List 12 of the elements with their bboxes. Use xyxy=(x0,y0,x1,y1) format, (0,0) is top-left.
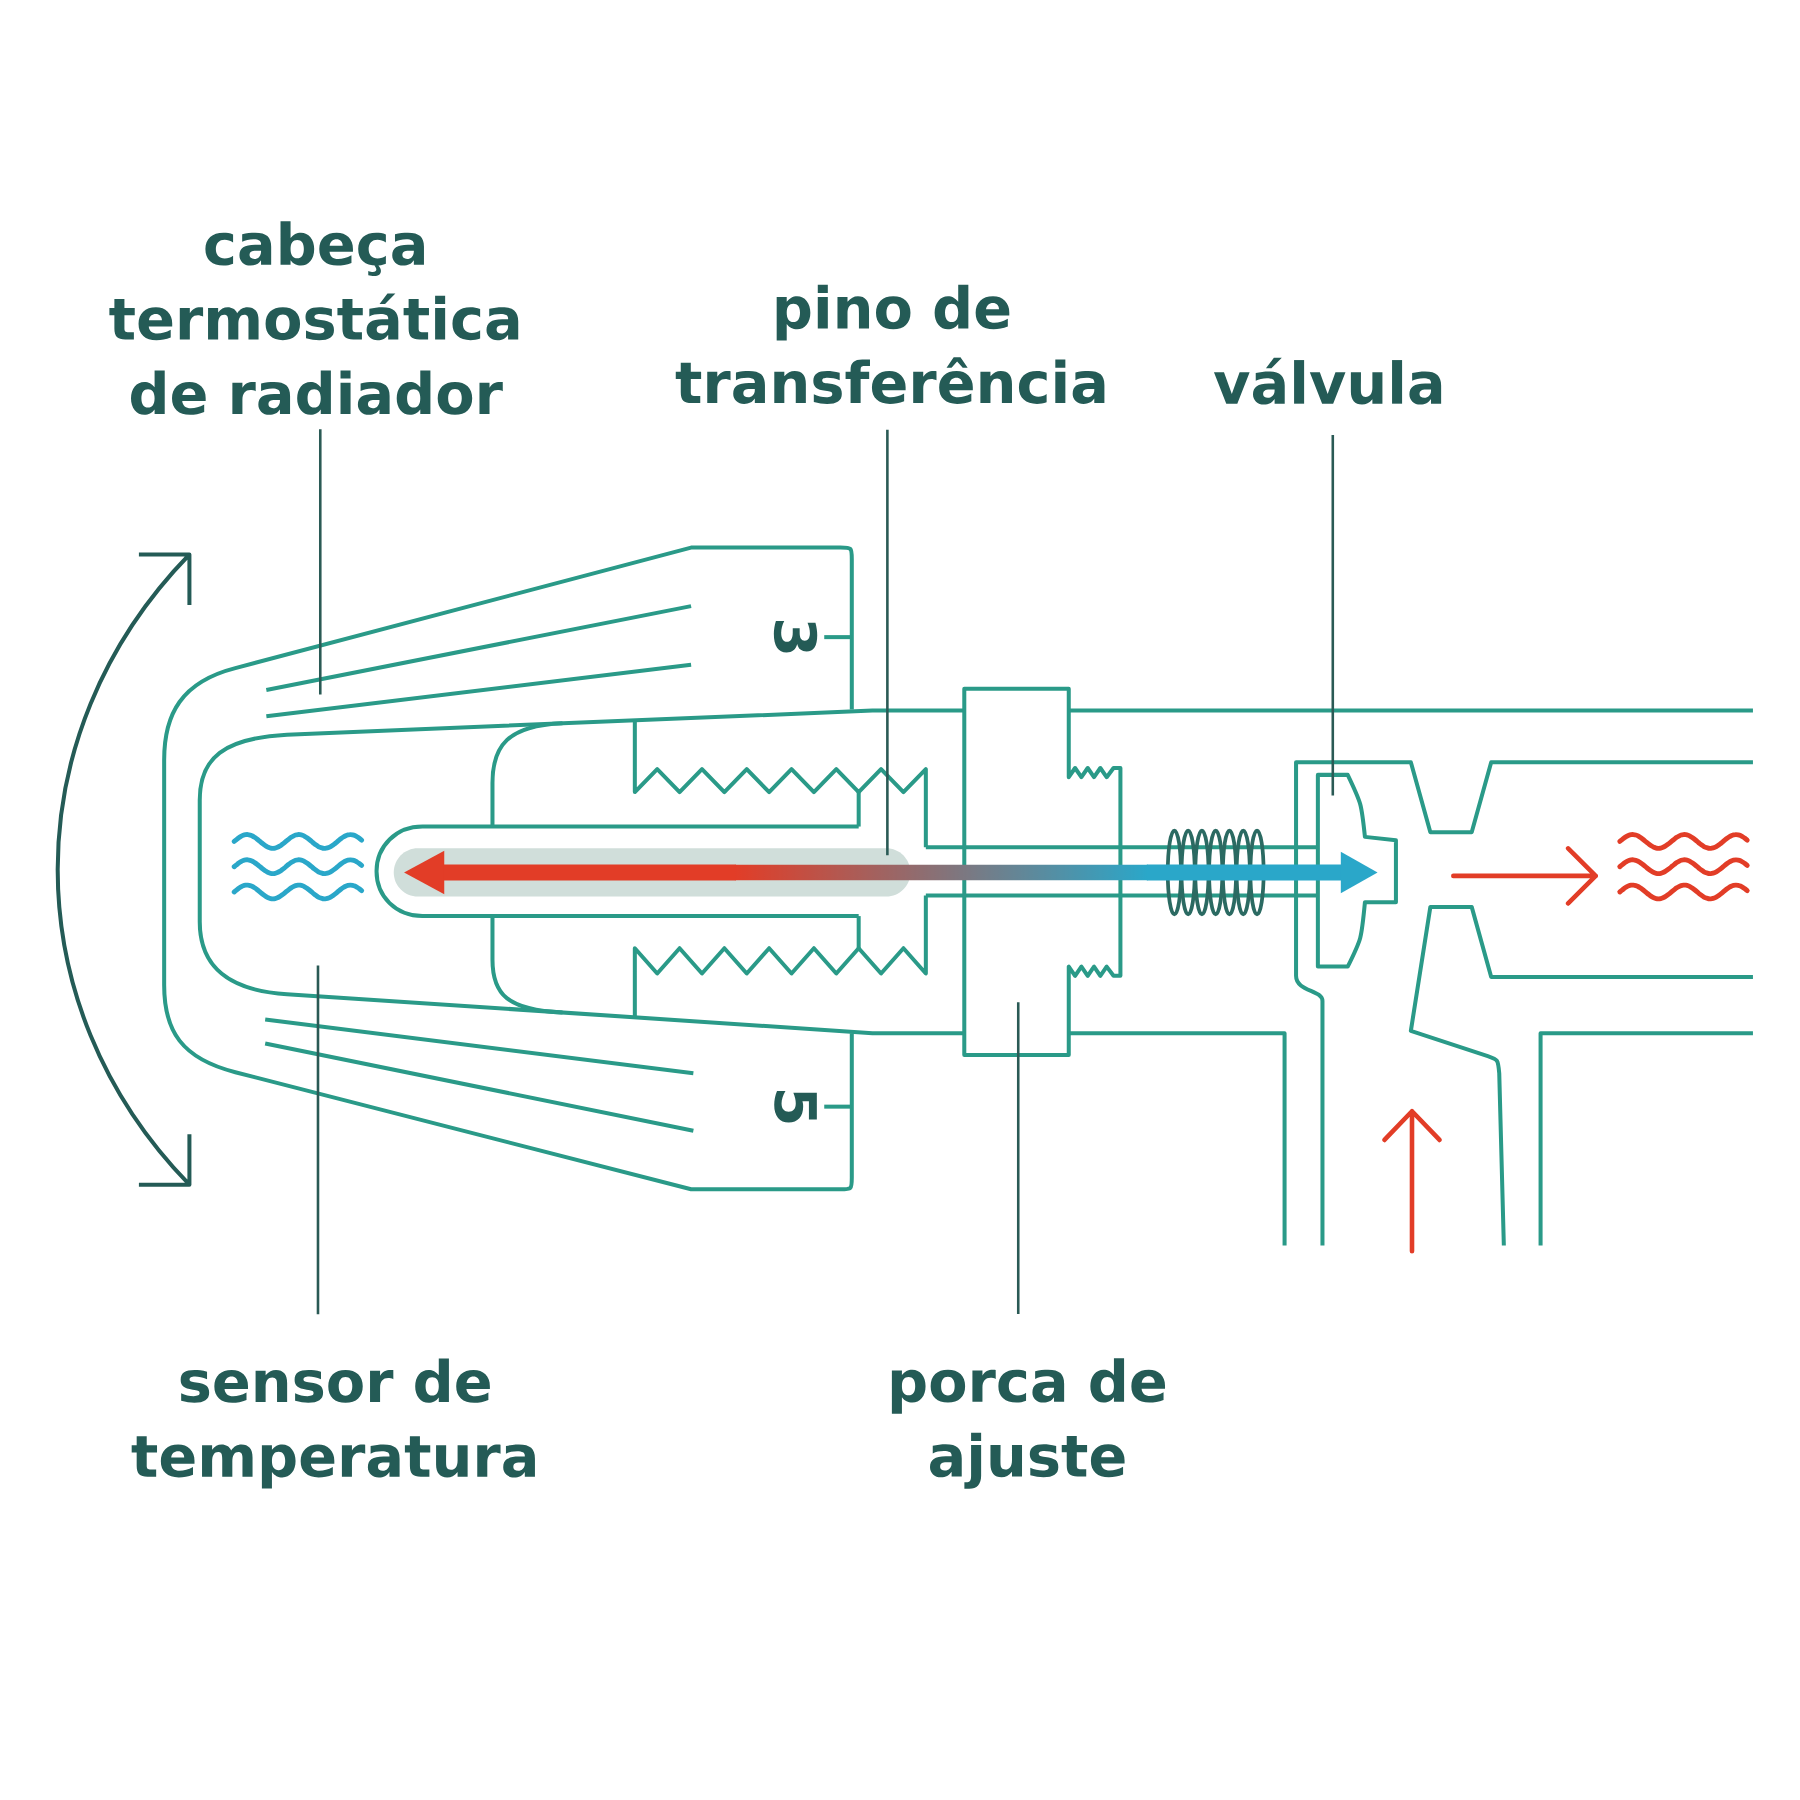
part-label: cabeça termostática de radiador xyxy=(109,221,519,415)
scale-number: 3 xyxy=(773,621,818,653)
leader-line xyxy=(1016,1002,1020,1314)
part-label: sensor de temperatura xyxy=(131,1358,535,1489)
leader-line xyxy=(1331,434,1335,796)
leader-line xyxy=(316,965,320,1315)
part-label: porca de ajuste xyxy=(891,1358,1166,1489)
leader-line xyxy=(886,429,889,856)
leader-line xyxy=(319,429,322,695)
part-label: pino de transferência xyxy=(675,284,1105,404)
scale-number: 5 xyxy=(774,1091,817,1123)
part-label: válvula xyxy=(1213,357,1442,405)
